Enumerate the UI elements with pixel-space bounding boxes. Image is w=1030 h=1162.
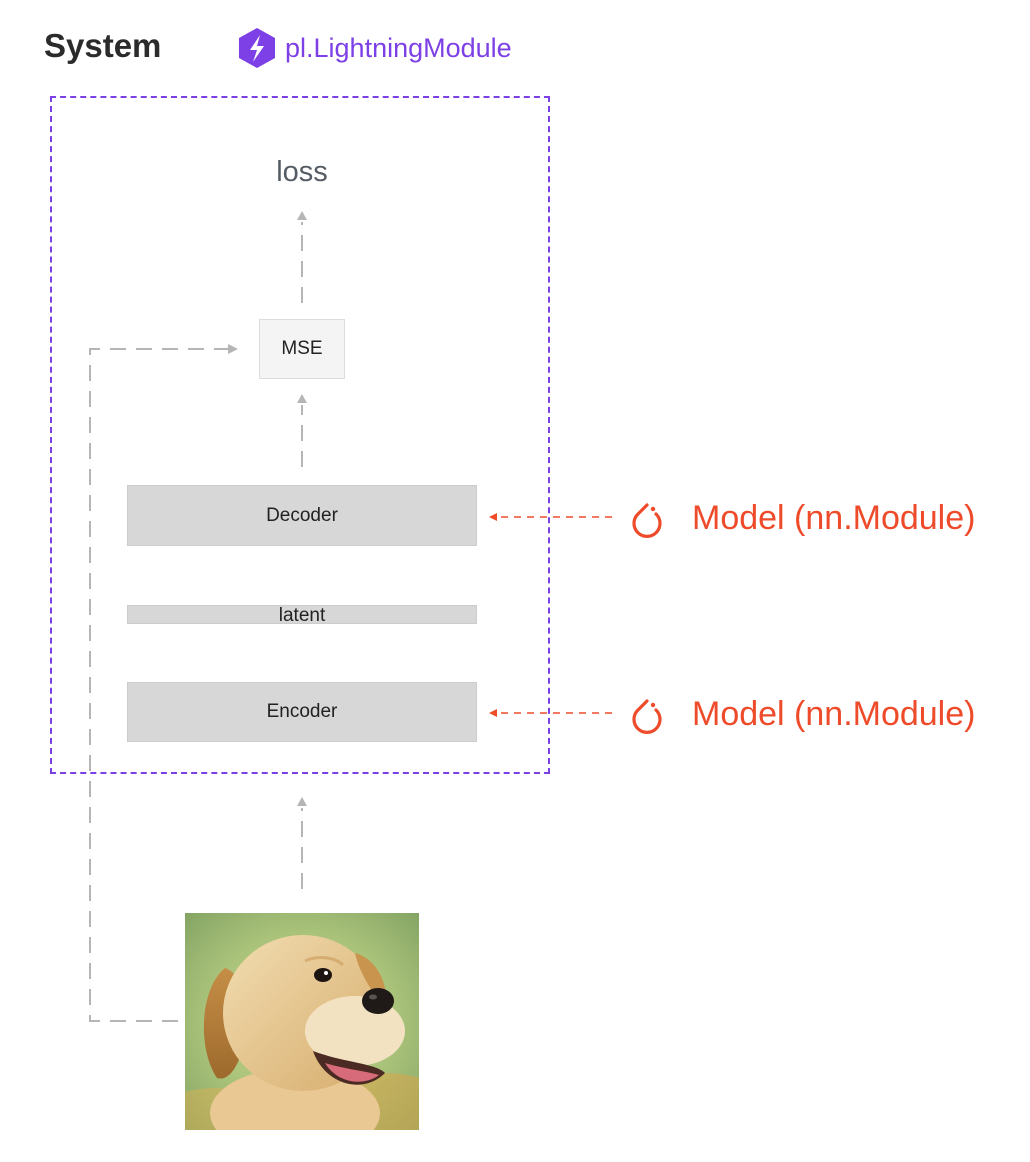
encoder-model-label: Model (nn.Module) (692, 695, 976, 733)
decoder-label: Decoder (266, 504, 338, 526)
arrow-model-to-encoder (489, 709, 612, 717)
arrow-decoder-to-mse (297, 394, 307, 467)
input-puppy-image (185, 913, 419, 1130)
encoder-block: Encoder (127, 682, 477, 742)
arrow-image-to-mse-skip (89, 344, 238, 1022)
system-title: System (44, 27, 162, 64)
pytorch-icon (632, 699, 662, 734)
pytorch-icon (632, 503, 662, 538)
lightning-module-label: pl.LightningModule (285, 33, 512, 63)
decoder-model-label: Model (nn.Module) (692, 499, 976, 537)
latent-label: latent (278, 605, 326, 626)
mse-node: MSE (259, 319, 345, 379)
lightning-module-boundary (50, 96, 550, 774)
puppy-photo (185, 913, 419, 1130)
encoder-label: Encoder (266, 701, 338, 722)
latent-block: latent (127, 605, 477, 626)
loss-label: loss (276, 156, 328, 188)
arrow-model-to-decoder (489, 513, 612, 521)
arrow-image-to-encoder (297, 797, 307, 889)
mse-label: MSE (281, 338, 323, 359)
arrow-mse-to-loss (297, 211, 307, 303)
lightning-hexagon-icon (239, 28, 275, 68)
decoder-block: Decoder (127, 485, 477, 546)
